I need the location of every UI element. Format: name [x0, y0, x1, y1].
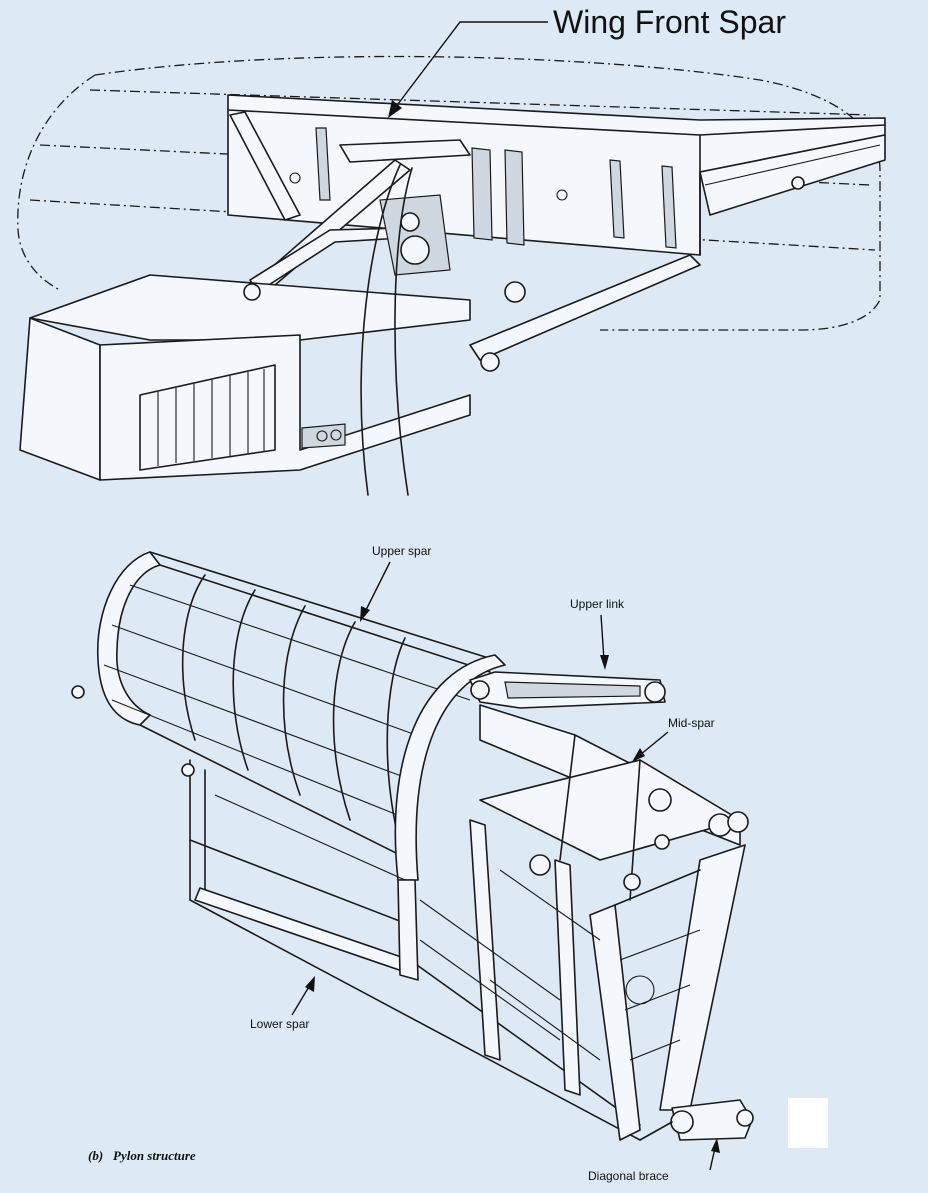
lower-spar-label: Lower spar: [250, 1017, 309, 1031]
upper-shell-top: [149, 551, 496, 661]
pylon-box-side: [19, 317, 101, 481]
wing-attachment-drawing: Wing Front Spar: [17, 4, 886, 496]
wing-outline: [94, 55, 881, 331]
lower-spar-leader: [291, 984, 311, 1016]
figure-caption: Pylon structure: [113, 1148, 196, 1163]
front-frame: [96, 551, 161, 726]
rear-section-back: [659, 844, 746, 1111]
mid-spar-label: Mid-spar: [668, 716, 715, 730]
figure-caption-prefix: (b): [88, 1148, 103, 1163]
diagonal-brace-label: Diagonal brace: [588, 1169, 669, 1183]
upper-spar-label: Upper spar: [372, 544, 431, 558]
rear-section-side: [589, 904, 641, 1141]
upper-spar-leader: [364, 561, 391, 613]
wing-front-spar-label: Wing Front Spar: [553, 4, 786, 40]
louver-panel: [139, 364, 276, 471]
spar-right-extension: [699, 134, 886, 216]
mid-spar-leader: [639, 731, 669, 756]
wing-leading-edge: [17, 74, 96, 291]
upper-link-leader: [600, 614, 605, 661]
diagonal-brace-fitting: [671, 1099, 753, 1141]
white-marker-box: [788, 1098, 828, 1148]
diagonal-strut-left: [229, 111, 301, 221]
wing-front-spar-leader: [394, 21, 548, 109]
rear-bulkhead: [394, 654, 506, 881]
upper-shell-bottom: [139, 724, 411, 861]
lower-strut: [469, 254, 701, 361]
upper-link-label: Upper link: [570, 597, 625, 611]
spar-fitting: [339, 139, 471, 163]
pylon-structure-drawing: Upper spar Upper link Mid-spar Lower spa…: [71, 544, 828, 1183]
mid-spar-lug: [648, 788, 672, 812]
pylon-box-top: [29, 274, 471, 341]
flow-line-right: [394, 167, 413, 496]
lower-box-left: [189, 759, 641, 1141]
flow-line-left: [360, 164, 401, 496]
